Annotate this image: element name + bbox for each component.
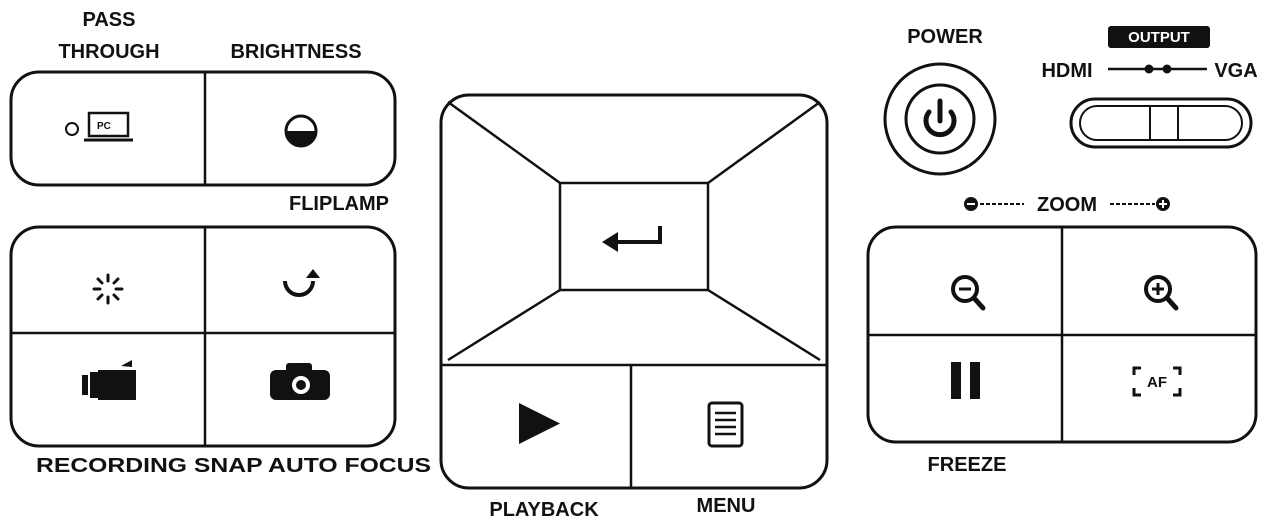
menu-button[interactable] (632, 367, 825, 486)
zoom-in-icon (1144, 275, 1179, 311)
nav-diagonals (447, 100, 821, 362)
freeze-button[interactable] (870, 336, 1061, 440)
mid-left-group-outline (9, 225, 397, 448)
right-button-group: AF (866, 225, 1258, 444)
pc-icon-text: PC (97, 121, 111, 132)
pc-monitor-icon: PC (84, 111, 133, 142)
recording-button[interactable] (13, 335, 204, 444)
menu-label: MENU (697, 495, 756, 517)
enter-return-icon (602, 226, 662, 252)
output-badge (1108, 26, 1210, 48)
fliplamp-label: FLIPLAMP (289, 193, 389, 215)
hdmi-vga-connector-icon (1108, 64, 1207, 74)
power-icon (923, 98, 957, 138)
freeze-label: FREEZE (928, 454, 1007, 476)
snap-button[interactable] (206, 335, 394, 444)
playback-label: PLAYBACK (489, 499, 599, 521)
menu-list-icon (707, 401, 744, 448)
output-label: OUTPUT (1128, 29, 1190, 46)
lamp-burst-icon (92, 273, 124, 305)
indicator-led-icon (65, 122, 79, 136)
brightness-button[interactable] (206, 74, 394, 183)
power-label: POWER (907, 26, 983, 48)
auto-focus-icon: AF (1132, 366, 1182, 397)
enter-button[interactable] (558, 181, 710, 292)
zoom-indicator (964, 197, 1170, 211)
hdmi-label: HDMI (1041, 60, 1092, 82)
top-left-button-group: PC (9, 70, 397, 187)
navigation-pad (439, 93, 829, 490)
pass-through-button[interactable]: PC (12, 74, 204, 183)
pause-icon (951, 362, 980, 399)
zoom-minus-icon (964, 197, 978, 211)
zoom-out-button[interactable] (870, 229, 1061, 334)
camera-icon (270, 363, 330, 400)
mid-left-button-group (9, 225, 397, 448)
vga-label: VGA (1214, 60, 1257, 82)
video-camera-icon (82, 360, 136, 400)
play-icon (519, 403, 560, 444)
zoom-out-icon (951, 275, 986, 311)
zoom-in-button[interactable] (1063, 229, 1254, 334)
lamp-button[interactable] (13, 229, 204, 332)
recording-snap-autofocus-label: RECORDING SNAP AUTO FOCUS (36, 455, 431, 477)
half-circle-icon (284, 114, 318, 148)
pass-through-label-line1: PASS (83, 9, 136, 31)
pass-through-label-line2: THROUGH (58, 41, 159, 63)
auto-focus-button[interactable]: AF (1063, 336, 1254, 440)
power-button[interactable] (883, 62, 997, 176)
zoom-plus-icon (1156, 197, 1170, 211)
output-section: OUTPUT (1069, 26, 1253, 149)
flip-button[interactable] (206, 229, 394, 332)
af-icon-text: AF (1147, 374, 1167, 391)
zoom-label: ZOOM (1037, 194, 1097, 216)
navigation-pad-outline (439, 93, 829, 490)
top-left-group-outline (9, 70, 397, 187)
brightness-label: BRIGHTNESS (230, 41, 361, 63)
rotate-icon (283, 269, 320, 297)
output-toggle-switch[interactable] (1069, 97, 1253, 149)
playback-button[interactable] (443, 367, 630, 486)
